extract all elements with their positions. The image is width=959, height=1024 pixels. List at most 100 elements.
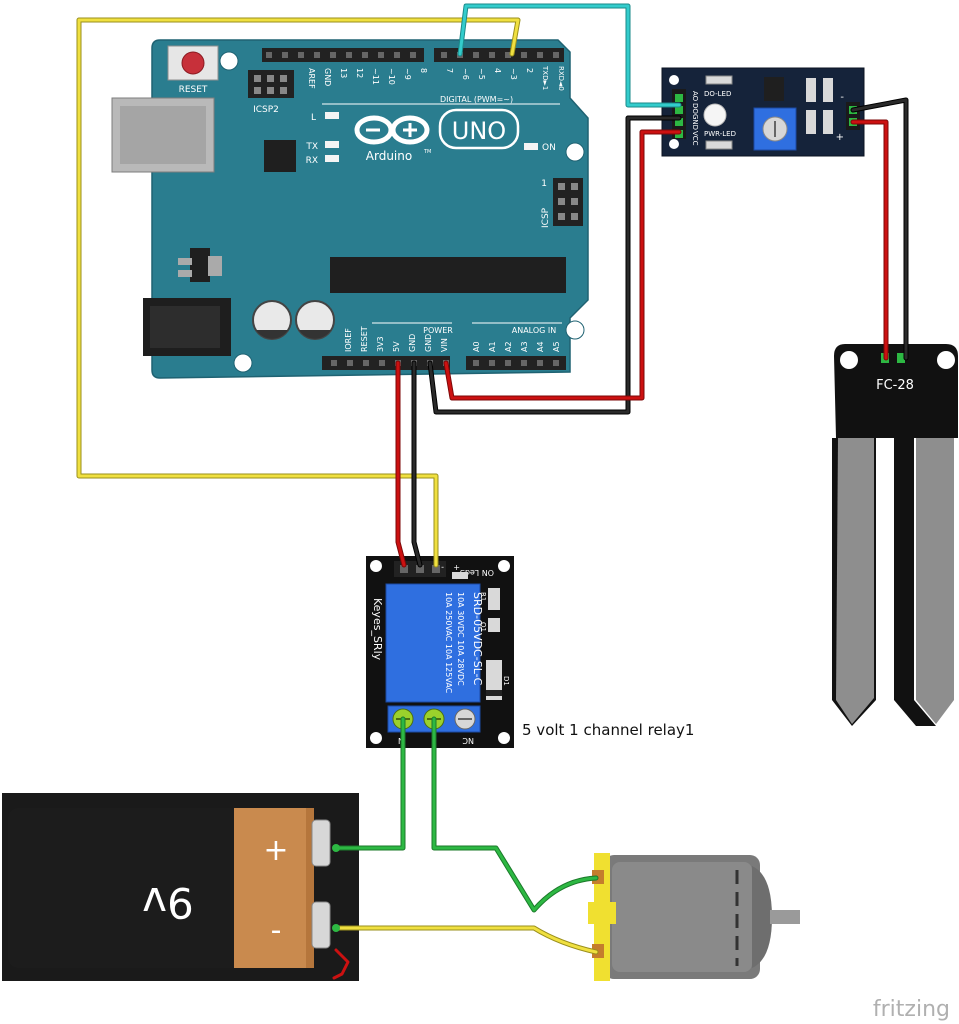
brand-arduino: Arduino	[366, 149, 412, 163]
led-rx-label: RX	[306, 156, 318, 166]
fc28-soil-probe: FC-28	[832, 344, 958, 726]
pin-label-txd: TXD►1	[541, 65, 549, 90]
pin-label-a1: A1	[488, 341, 497, 352]
pin-label-9: ~9	[403, 68, 412, 80]
pin-label-12: 12	[355, 68, 364, 78]
module-pin-ao: AO	[691, 91, 699, 102]
pin-label-ioref: IOREF	[344, 328, 353, 352]
capacitor	[295, 300, 335, 340]
pin-label-3v3: 3V3	[376, 336, 385, 352]
capacitor	[252, 300, 292, 340]
pin-label-vin: VIN	[440, 338, 449, 352]
wire-endpoints	[332, 844, 340, 932]
atmega-chip	[330, 257, 566, 293]
led-tx	[325, 141, 339, 148]
pin-label-13: 13	[339, 68, 348, 78]
led-on	[524, 143, 538, 150]
resistor-r1	[488, 588, 500, 610]
brand-tm: TM	[423, 149, 431, 155]
relay-brand: Keyes_SRly	[371, 598, 384, 661]
do-led-label: DO-LED	[704, 90, 731, 98]
reset-label: RESET	[179, 85, 208, 95]
relay-model: SRD-05VDC-SL-C	[471, 592, 484, 686]
pin-label-d6: ~6	[461, 68, 470, 80]
battery-9v: + - 9v	[2, 793, 359, 981]
pin-label-11: ~11	[371, 68, 380, 85]
module-pin-gnd: GND	[691, 114, 699, 130]
pin-label-d5: ~5	[477, 68, 486, 80]
led-rx	[325, 155, 339, 162]
probe-label: FC-28	[876, 378, 914, 393]
terminal-nc-label: NC	[462, 736, 474, 745]
led-l	[325, 112, 339, 119]
pin-label-gnd1: GND	[408, 334, 417, 352]
battery-minus-label: -	[271, 913, 282, 948]
battery-plus-label: +	[263, 833, 288, 868]
relay-module: - + S ON Led Keyes_SRly SRD-05VDC-SL-C 1…	[366, 556, 514, 748]
pin-label-d2: 2	[525, 68, 534, 73]
pin-label-rxd: RXD◄0	[557, 66, 565, 91]
pin-label-d7: 7	[445, 68, 454, 73]
pin-label-gnd: GND	[323, 68, 332, 86]
module-pin-do: DO	[691, 103, 699, 114]
pin-label-a4: A4	[536, 341, 545, 352]
pin-label-a3: A3	[520, 341, 529, 352]
relay-pin-minus: -	[441, 563, 444, 572]
analog-label: ANALOG IN	[512, 326, 557, 335]
relay-ratings-2: 10A 250VAC 10A 125VAC	[444, 592, 453, 694]
relay-pin-plus: +	[453, 563, 460, 572]
relay-ratings-1: 10A 30VDC 10A 28VDC	[456, 592, 465, 686]
power-label: POWER	[423, 326, 453, 335]
wires	[76, 3, 909, 980]
pwr-led-label: PWR-LED	[704, 130, 736, 138]
d1-label: D1	[502, 676, 510, 686]
soil-sensor-module: AO DO GND VCC DO-LED PWR-LED - +	[661, 67, 865, 157]
header-top-left	[262, 48, 424, 62]
pin-label-gnd2: GND	[424, 334, 433, 352]
battery-voltage: 9v	[142, 878, 194, 927]
model-uno: UNO	[452, 117, 506, 145]
relay-caption: 5 volt 1 channel relay1	[522, 721, 694, 739]
wire-red-probe	[850, 119, 889, 361]
pin-label-5v: 5V	[392, 341, 401, 352]
icsp2-header	[248, 70, 294, 98]
pin-label-aref: AREF	[307, 68, 316, 89]
r1-label: R1	[479, 592, 487, 601]
icsp-pin1-label: 1	[541, 179, 547, 189]
pin-label-reset: RESET	[360, 326, 369, 352]
mounting-hole	[565, 320, 585, 340]
comparator-chip	[764, 77, 784, 101]
icsp-header	[553, 178, 583, 226]
battery-terminal-minus	[311, 901, 331, 949]
transistor-q1	[488, 618, 500, 632]
pin-label-10: ~10	[387, 68, 396, 85]
mounting-hole	[565, 142, 585, 162]
header-digital	[434, 48, 564, 62]
header-analog	[466, 356, 566, 370]
module-minus-label: -	[840, 92, 844, 103]
led-l-label: L	[311, 113, 316, 123]
icsp2-label: ICSP2	[253, 105, 279, 115]
pin-label-a5: A5	[552, 341, 561, 352]
arduino-uno-board: RESET ICSP2 AREF GND 13 12 ~11 ~10 ~9 8	[111, 39, 589, 379]
q1-label: Q1	[479, 622, 487, 632]
mounting-hole	[219, 51, 239, 71]
voltage-regulator	[178, 248, 222, 282]
digital-label: DIGITAL (PWM=~)	[440, 95, 513, 104]
led-on-label: ON	[542, 143, 556, 153]
usb-chip	[264, 140, 296, 172]
arduino-logo	[354, 108, 520, 150]
icsp-label: ICSP	[541, 207, 551, 228]
mounting-hole	[233, 353, 253, 373]
led-tx-label: TX	[305, 142, 318, 152]
relay-coil	[385, 583, 481, 703]
pin-label-d4: 4	[493, 68, 502, 73]
battery-terminal-plus	[311, 819, 331, 867]
pin-label-a0: A0	[472, 341, 481, 352]
module-pin-vcc: VCC	[691, 131, 699, 146]
dc-motor	[588, 853, 800, 981]
fritzing-watermark: fritzing	[873, 997, 950, 1022]
pin-label-8: 8	[419, 68, 428, 73]
pin-label-a2: A2	[504, 341, 513, 352]
